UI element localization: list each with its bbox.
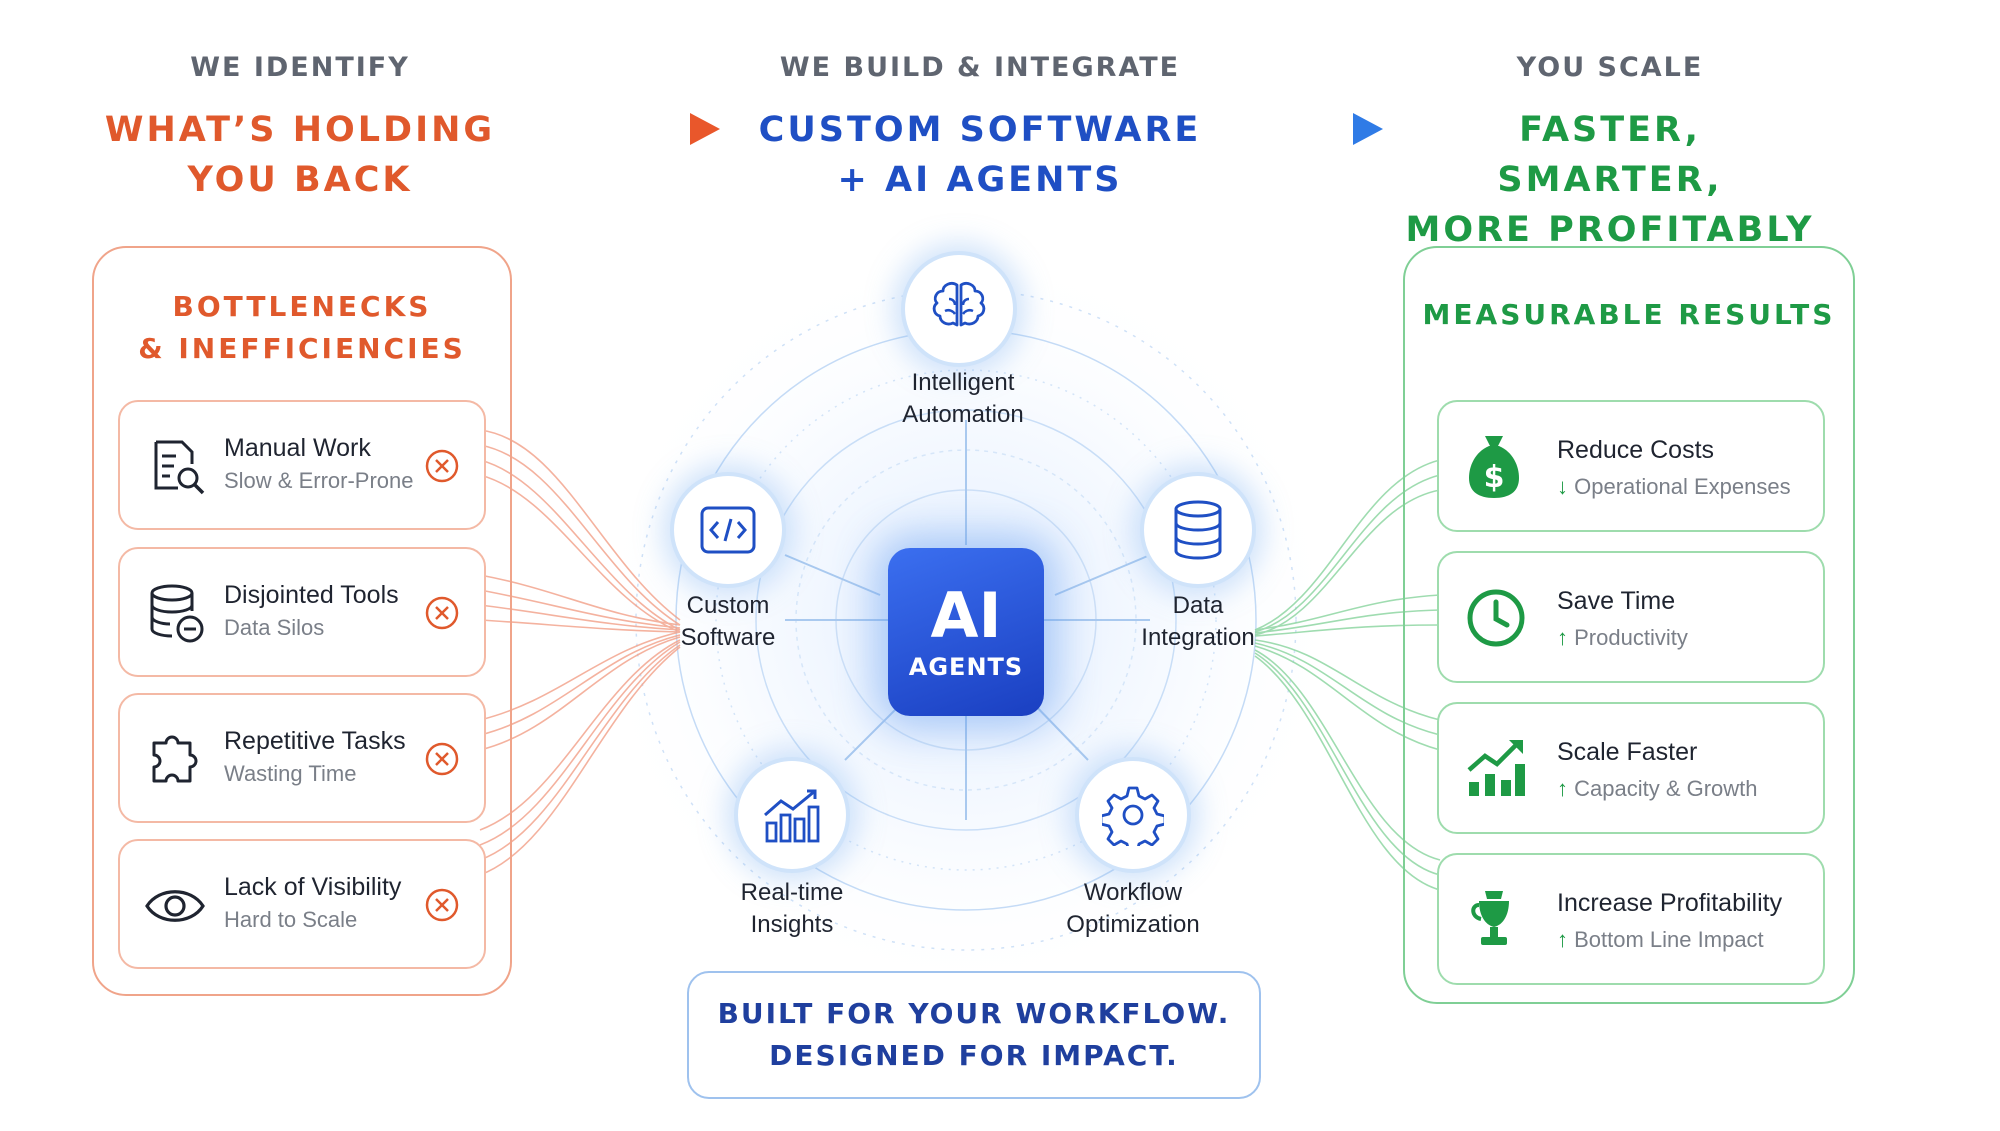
document-search-icon <box>154 440 205 495</box>
panel-title: MEASURABLE RESULTS <box>1422 298 1836 331</box>
node-intelligent-automation <box>901 251 1017 367</box>
node-label-data-integration: Data Integration <box>1088 590 1308 654</box>
card-subtitle-text: Operational Expenses <box>1574 474 1791 499</box>
node-label-line2: Automation <box>902 401 1024 428</box>
node-data-integration <box>1140 472 1256 588</box>
bottleneck-card-disjointed-tools: Disjointed Tools Data Silos <box>118 547 486 677</box>
eye-icon <box>145 890 205 922</box>
left-connectors <box>479 429 681 876</box>
node-label-line2: Integration <box>1141 624 1255 651</box>
bottleneck-card-lack-of-visibility: Lack of Visibility Hard to Scale <box>118 839 486 969</box>
node-label-line1: Intelligent <box>911 369 1015 396</box>
card-title: Save Time <box>1557 587 1676 615</box>
close-circle-icon <box>425 596 459 630</box>
card-subtitle: Hard to Scale <box>224 907 358 932</box>
growth-chart-icon <box>1467 740 1525 796</box>
close-circle-icon <box>425 449 459 483</box>
stage-label: WE BUILD & INTEGRATE <box>779 52 1181 83</box>
gear-icon <box>1102 786 1164 846</box>
flow-arrow-1 <box>505 113 720 145</box>
node-workflow-optimization <box>1075 757 1191 873</box>
stage-title-line2: YOU BACK <box>187 160 413 200</box>
node-label-line1: Custom <box>686 592 770 619</box>
stage-build: WE BUILD & INTEGRATE CUSTOM SOFTWARE + A… <box>740 52 1220 205</box>
code-icon <box>700 506 756 554</box>
card-subtitle: ↑ Productivity <box>1557 625 1688 651</box>
node-label-line1: Real-time <box>740 879 844 906</box>
node-label-line2: Software <box>680 624 776 651</box>
card-title: Reduce Costs <box>1557 436 1715 464</box>
svg-text:$: $ <box>1484 460 1505 495</box>
card-subtitle-text: Capacity & Growth <box>1574 776 1758 801</box>
node-label-line1: Workflow <box>1083 879 1183 906</box>
card-subtitle: Wasting Time <box>224 761 357 786</box>
brain-icon <box>932 282 986 327</box>
right-connectors <box>1254 459 1441 891</box>
node-label-line2: Optimization <box>1066 911 1200 938</box>
node-real-time-insights <box>734 757 850 873</box>
result-card-save-time: Save Time ↑ Productivity <box>1437 551 1825 683</box>
database-minus-icon <box>150 584 204 643</box>
stage-title-line1: CUSTOM SOFTWARE <box>758 110 1202 150</box>
card-subtitle: ↓ Operational Expenses <box>1557 474 1791 500</box>
tagline-box: BUILT FOR YOUR WORKFLOW. DESIGNED FOR IM… <box>687 971 1261 1099</box>
card-subtitle: Slow & Error-Prone <box>224 468 414 493</box>
node-label-intelligent-automation: Intelligent Automation <box>853 367 1073 431</box>
arrow-down-icon: ↓ <box>1557 474 1568 499</box>
node-custom-software <box>670 472 786 588</box>
bottleneck-card-manual-work: Manual Work Slow & Error-Prone <box>118 400 486 530</box>
card-subtitle-text: Bottom Line Impact <box>1574 927 1764 952</box>
database-icon <box>1174 500 1222 560</box>
clock-icon <box>1467 589 1525 647</box>
card-subtitle: Data Silos <box>224 615 325 640</box>
money-bag-icon: $ <box>1469 436 1519 498</box>
ai-agents-core: AI AGENTS <box>888 548 1044 716</box>
bottleneck-card-repetitive-tasks: Repetitive Tasks Wasting Time <box>118 693 486 823</box>
tagline-line2: DESIGNED FOR IMPACT. <box>769 1039 1179 1072</box>
node-label-custom-software: Custom Software <box>618 590 838 654</box>
panel-title-line1: BOTTLENECKS <box>172 290 432 323</box>
puzzle-icon <box>152 735 198 783</box>
stage-scale: YOU SCALE FASTER, SMARTER, MORE PROFITAB… <box>1400 52 1820 255</box>
arrow-up-icon: ↑ <box>1557 776 1568 801</box>
card-subtitle: ↑ Bottom Line Impact <box>1557 927 1764 953</box>
stage-label: YOU SCALE <box>1516 52 1704 83</box>
stage-label: WE IDENTIFY <box>190 52 410 83</box>
stage-title-line2: + AI AGENTS <box>837 160 1123 200</box>
arrow-up-icon: ↑ <box>1557 927 1568 952</box>
panel-title-line2: & INEFFICIENCIES <box>138 332 466 365</box>
stage-identify: WE IDENTIFY WHAT’S HOLDING YOU BACK <box>100 52 500 205</box>
card-title: Scale Faster <box>1557 738 1698 766</box>
bottlenecks-panel: BOTTLENECKS & INEFFICIENCIES Manual Work… <box>92 246 512 996</box>
flow-arrow-2 <box>1195 113 1383 145</box>
stage-title-line1: FASTER, SMARTER, <box>1497 110 1723 200</box>
close-circle-icon <box>425 888 459 922</box>
result-card-increase-profitability: Increase Profitability ↑ Bottom Line Imp… <box>1437 853 1825 985</box>
card-subtitle-text: Productivity <box>1574 625 1688 650</box>
card-title: Disjointed Tools <box>224 581 399 609</box>
tagline-line1: BUILT FOR YOUR WORKFLOW. <box>717 997 1231 1030</box>
node-label-real-time-insights: Real-time Insights <box>682 877 902 941</box>
card-title: Manual Work <box>224 434 371 462</box>
card-title: Lack of Visibility <box>224 873 402 901</box>
core-title: AI <box>930 579 1002 652</box>
card-subtitle: ↑ Capacity & Growth <box>1557 776 1758 802</box>
stage-title-line2: MORE PROFITABLY <box>1405 210 1815 250</box>
trophy-icon <box>1471 891 1509 945</box>
result-card-scale-faster: Scale Faster ↑ Capacity & Growth <box>1437 702 1825 834</box>
bar-chart-icon <box>764 789 820 843</box>
node-label-workflow-optimization: Workflow Optimization <box>1023 877 1243 941</box>
close-circle-icon <box>425 742 459 776</box>
node-label-line1: Data <box>1172 592 1224 619</box>
card-title: Increase Profitability <box>1557 889 1783 917</box>
result-card-reduce-costs: $ Reduce Costs ↓ Operational Expenses <box>1437 400 1825 532</box>
measurable-results-panel: MEASURABLE RESULTS $ Reduce Costs ↓ Oper… <box>1403 246 1855 1004</box>
arrow-up-icon: ↑ <box>1557 625 1568 650</box>
card-title: Repetitive Tasks <box>224 727 406 755</box>
node-label-line2: Insights <box>750 911 834 938</box>
core-subtitle: AGENTS <box>908 653 1024 681</box>
stage-title-line1: WHAT’S HOLDING <box>104 110 496 150</box>
